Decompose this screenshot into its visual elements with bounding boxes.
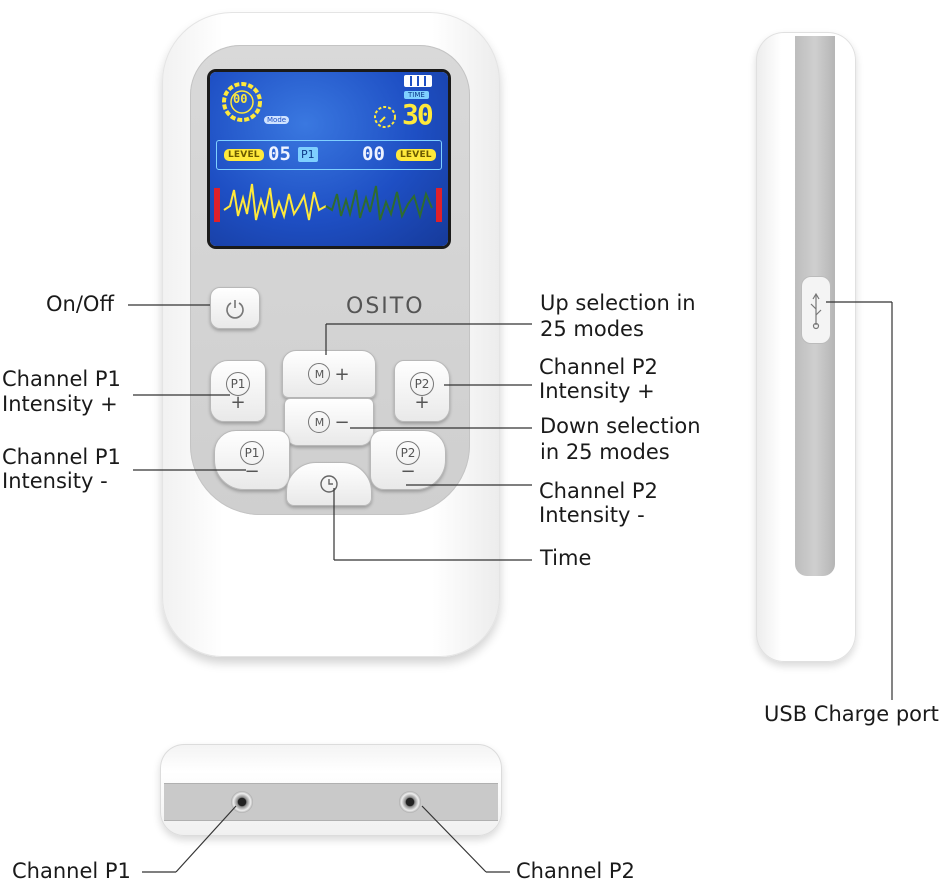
p1-level-tag: LEVEL [224,149,264,161]
p1-indicator: P1 [298,147,318,162]
p2-level-tag: LEVEL [396,149,436,161]
label-time: Time [540,546,592,570]
lcd-screen: 00 Mode TIME 30 LEVEL 05 P1 00 LEVEL [210,72,448,246]
clock-icon [320,475,338,493]
timer-icon [374,106,396,128]
jack-p1[interactable] [231,791,253,813]
label-p2-minus-1: Channel P2 [539,479,658,503]
p2-tag: P2 [396,441,420,465]
label-p1-plus-2: Intensity + [2,392,118,416]
battery-icon [404,75,432,87]
label-up-selection-1: Up selection in [540,291,696,315]
label-p2-minus-2: Intensity - [539,503,645,527]
p2-plus-button[interactable]: P2+ [394,360,450,422]
bottom-strip [164,783,498,821]
usb-port[interactable] [801,276,831,344]
waveform-graphic [214,183,442,222]
jack-p2[interactable] [399,791,421,813]
mode-digits: 00 [233,92,248,106]
label-p2-plus-2: Intensity + [539,379,655,403]
mode-up-button[interactable]: M + [282,350,376,398]
time-value: 30 [402,98,434,131]
time-button[interactable] [286,462,372,506]
p2-level-value: 00 [362,143,385,165]
minus-sign: − [334,411,350,433]
power-icon [226,300,244,319]
power-button[interactable] [210,287,260,329]
label-p1-plus-1: Channel P1 [2,367,121,391]
mode-tag: Mode [264,116,290,124]
mode-down-button[interactable]: M − [284,398,374,446]
level-row [216,140,442,170]
p1-minus-button[interactable]: P1− [214,430,290,490]
label-down-selection-2: in 25 modes [540,440,670,464]
plus-sign: + [230,392,246,413]
minus-sign: − [244,461,260,482]
label-p1-minus-2: Intensity - [2,469,108,493]
p1-plus-button[interactable]: P1+ [210,360,266,422]
p2-tag: P2 [410,372,434,396]
label-up-selection-2: 25 modes [540,317,644,341]
mode-m-tag: M [308,363,331,385]
label-channel-p2: Channel P2 [516,859,635,883]
brand-logo: OSITO [346,294,425,319]
label-on-off: On/Off [46,292,114,316]
label-usb: USB Charge port [764,702,939,726]
mode-m-tag: M [308,411,331,433]
time-tag: TIME [404,91,429,99]
p1-tag: P1 [240,441,264,465]
p2-minus-button[interactable]: P2− [370,430,446,490]
p1-level-value: 05 [268,143,291,165]
label-p1-minus-1: Channel P1 [2,445,121,469]
mode-dial-icon [222,82,262,122]
label-p2-plus-1: Channel P2 [539,355,658,379]
usb-icon [810,292,822,330]
label-down-selection-1: Down selection [540,414,701,438]
plus-sign: + [334,363,350,385]
minus-sign: − [400,461,416,482]
p1-tag: P1 [226,372,250,396]
plus-sign: + [414,392,430,413]
label-channel-p1: Channel P1 [12,859,131,883]
